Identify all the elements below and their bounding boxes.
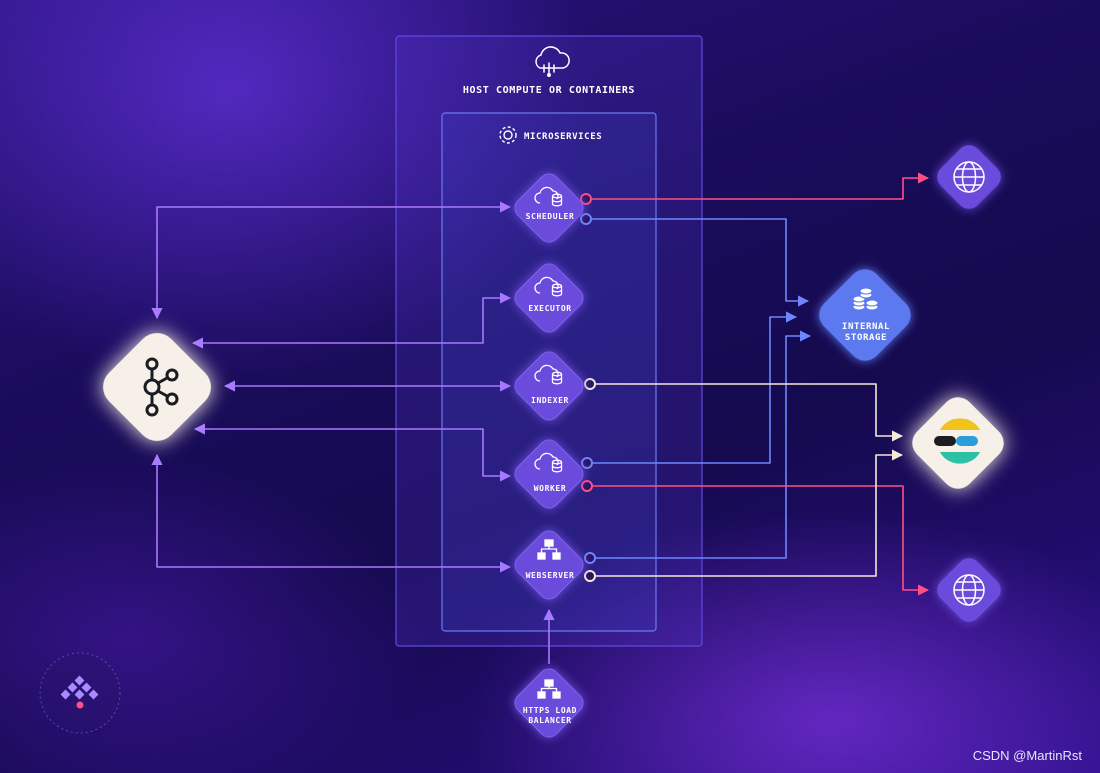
kestra-logo-icon	[39, 652, 121, 734]
webserver-elastic-link	[592, 449, 904, 577]
cloud-database-icon	[534, 276, 563, 297]
cloud-database-icon	[534, 452, 563, 473]
worker-label: WORKER	[534, 484, 567, 493]
gear-icon	[499, 126, 517, 144]
indexer-port-cream	[584, 378, 596, 390]
cloud-database-icon	[534, 186, 563, 207]
scheduler-port-blue	[580, 213, 592, 225]
cloud-network-icon	[535, 46, 570, 77]
worker-globe-link	[590, 485, 930, 596]
elasticsearch-node[interactable]	[906, 391, 1011, 496]
globe-icon	[953, 161, 985, 193]
webserver-label: WEBSERVER	[526, 571, 575, 580]
scheduler-storage-link	[590, 218, 810, 307]
load-balancer-label-line1: HTTPS LOAD	[523, 706, 577, 715]
indexer-node[interactable]: INDEXER	[511, 348, 587, 424]
webserver-node[interactable]: WEBSERVER	[511, 527, 587, 603]
microservices-title: MICROSERVICES	[524, 132, 602, 142]
internal-storage-label-line1: INTERNAL	[842, 322, 890, 332]
kafka-scheduler-link	[151, 201, 512, 320]
globe-bottom-node[interactable]	[932, 553, 1006, 627]
elasticsearch-icon	[934, 418, 980, 464]
kafka-icon	[143, 357, 179, 417]
watermark-text: CSDN @MartinRst	[972, 748, 1082, 763]
webserver-port-blue	[584, 552, 596, 564]
internal-storage-node[interactable]: INTERNAL STORAGE	[813, 263, 918, 368]
webserver-port-cream	[584, 570, 596, 582]
webserver-storage-link	[590, 330, 812, 559]
scheduler-globe-link	[590, 172, 930, 200]
host-title: HOST COMPUTE OR CONTAINERS	[463, 85, 635, 96]
coin-stack-icon	[852, 287, 879, 311]
kafka-executor-link	[191, 292, 512, 349]
cloud-database-icon	[534, 364, 563, 385]
worker-node[interactable]: WORKER	[511, 436, 587, 512]
worker-storage-link	[590, 311, 798, 464]
load-balancer-label-line2: BALANCER	[528, 716, 571, 725]
executor-label: EXECUTOR	[528, 304, 571, 313]
executor-node[interactable]: EXECUTOR	[511, 260, 587, 336]
indexer-label: INDEXER	[531, 396, 569, 405]
indexer-elastic-link	[592, 383, 904, 442]
scheduler-port-red	[580, 193, 592, 205]
globe-icon	[953, 574, 985, 606]
globe-top-node[interactable]	[932, 140, 1006, 214]
load-balancer-node[interactable]: HTTPS LOAD BALANCER	[511, 665, 587, 741]
worker-port-blue	[581, 457, 593, 469]
network-hierarchy-icon	[537, 539, 561, 560]
kafka-node[interactable]	[95, 325, 219, 449]
worker-port-red	[581, 480, 593, 492]
scheduler-node[interactable]: SCHEDULER	[511, 170, 587, 246]
scheduler-label: SCHEDULER	[526, 212, 575, 221]
network-hierarchy-icon	[537, 679, 561, 699]
internal-storage-label-line2: STORAGE	[845, 333, 887, 343]
kafka-webserver-link	[151, 453, 512, 573]
